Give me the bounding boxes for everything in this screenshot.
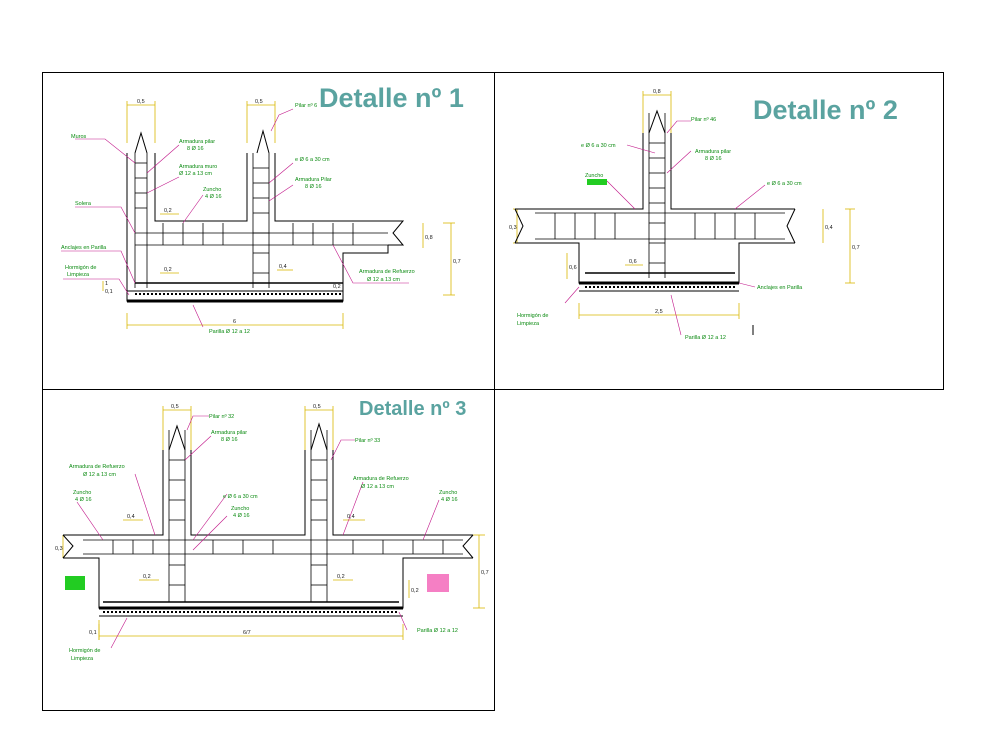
label-armadura-pilar: Armadura pilar <box>211 430 247 436</box>
dim-8: 1 <box>105 281 108 287</box>
dim-1: 0,5 <box>171 404 179 410</box>
label-zuncho: Zuncho <box>585 173 603 179</box>
dim-6: 0,6 <box>629 259 637 265</box>
label-armadura-refuerzo-right: Armadura de Refuerzo <box>353 476 409 482</box>
label-armadura-refuerzo-left-spec: Ø 12 a 13 cm <box>83 472 116 478</box>
detail-1-drawing: Muros Pilar nº 6 Armadura pilar 8 Ø 16 A… <box>61 99 461 335</box>
label-hormigon: Hormigón de <box>69 648 101 654</box>
label-pilar-46: Pilar nº 46 <box>691 116 716 123</box>
label-pilar-32: Pilar nº 32 <box>209 413 234 420</box>
label-limpieza: Limpieza <box>517 321 540 327</box>
dim-9: 0,1 <box>105 289 113 295</box>
label-parilla: Parilla Ø 12 a 12 <box>417 628 458 634</box>
dim-10: 0,2 <box>333 284 341 290</box>
dim-6: 0,2 <box>337 574 345 580</box>
label-estribos: e Ø 6 a 30 cm <box>223 494 258 500</box>
label-muros: Muros <box>71 134 87 140</box>
detail-2-panel: Detalle nº 2 <box>494 72 944 390</box>
dim-7: 2,5 <box>655 309 663 315</box>
zuncho-marker-left <box>65 576 85 590</box>
dim-2: 0,5 <box>313 404 321 410</box>
label-pilar-33: Pilar nº 33 <box>355 437 380 444</box>
label-zuncho-center: Zuncho <box>231 506 249 512</box>
detail-2-drawing: Pilar nº 46 e Ø 6 a 30 cm Armadura pilar… <box>509 89 860 341</box>
dim-11: 6/7 <box>243 630 251 636</box>
label-armadura-muro-spec: Ø 12 a 13 cm <box>179 171 212 177</box>
dim-5: 0,6 <box>569 265 577 271</box>
dim-4: 0,2 <box>164 267 172 273</box>
label-armadura-pilar-spec: 8 Ø 16 <box>705 156 722 162</box>
label-armadura-refuerzo-right-spec: Ø 12 a 13 cm <box>361 484 394 490</box>
label-armadura-pilar: Armadura pilar <box>695 149 731 155</box>
dim-5: 0,2 <box>143 574 151 580</box>
label-estribos-2: e Ø 6 a 30 cm <box>767 181 802 187</box>
dim-3: 0,2 <box>164 208 172 214</box>
dim-4: 0,7 <box>852 245 860 251</box>
dim-5: 0,8 <box>425 235 433 241</box>
dim-7: 0,7 <box>453 259 461 265</box>
label-pilar-6: Pilar nº 6 <box>295 102 317 109</box>
dim-3: 0,4 <box>825 225 833 231</box>
label-zuncho-left: Zuncho <box>73 490 91 496</box>
dim-2: 0,5 <box>255 99 263 105</box>
label-armadura-pilar: Armadura pilar <box>179 139 215 145</box>
dim-4: 0,4 <box>347 514 355 520</box>
dim-9: 0,2 <box>411 588 419 594</box>
label-armadura-refuerzo-spec: Ø 12 a 13 cm <box>367 277 400 283</box>
zuncho-marker <box>587 179 607 185</box>
label-armadura-refuerzo-left: Armadura de Refuerzo <box>69 464 125 470</box>
label-armadura-refuerzo: Armadura de Refuerzo <box>359 269 415 275</box>
detail-3-panel: Detalle nº 3 <box>42 389 495 711</box>
dim-1: 0,5 <box>137 99 145 105</box>
label-estribos: e Ø 6 a 30 cm <box>581 143 616 149</box>
detail-3-drawing: Pilar nº 32 Armadura pilar 8 Ø 16 Pilar … <box>55 404 489 662</box>
label-limpieza: Limpieza <box>71 656 94 662</box>
label-zuncho-spec: 4 Ø 16 <box>205 194 222 200</box>
label-zuncho-right-spec: 4 Ø 16 <box>441 497 458 503</box>
label-armadura-pilar-spec: 8 Ø 16 <box>187 146 204 152</box>
label-zuncho-right: Zuncho <box>439 490 457 496</box>
dim-10: 0,1 <box>89 630 97 636</box>
dim-2: 0,3 <box>509 225 517 231</box>
label-hormigon: Hormigón de <box>517 313 549 319</box>
label-limpieza: Limpieza <box>67 272 90 278</box>
detail-1-title: Detalle nº 1 <box>319 83 464 113</box>
dim-6: 0,4 <box>279 264 287 270</box>
label-parilla: Parilla Ø 12 a 12 <box>209 329 250 335</box>
label-zuncho-center-spec: 4 Ø 16 <box>233 513 250 519</box>
dim-11: 6 <box>233 319 236 325</box>
label-anclajes: Anclajes en Parilla <box>61 245 107 251</box>
dim-7: 0,3 <box>55 546 63 552</box>
detail-1-panel: Detalle nº 1 <box>42 72 495 390</box>
dim-1: 0,8 <box>653 89 661 95</box>
label-estribos: e Ø 6 a 30 cm <box>295 157 330 163</box>
label-anclajes: Anclajes en Parilla <box>757 285 803 291</box>
zuncho-marker-right <box>427 574 449 592</box>
label-armadura-muro: Armadura muro <box>179 164 217 170</box>
dim-8: 0,7 <box>481 570 489 576</box>
detail-2-title: Detalle nº 2 <box>753 95 898 125</box>
label-zuncho-left-spec: 4 Ø 16 <box>75 497 92 503</box>
dim-3: 0,4 <box>127 514 135 520</box>
label-armadura-pilar-2-spec: 8 Ø 16 <box>305 184 322 190</box>
detail-3-title: Detalle nº 3 <box>359 398 467 420</box>
label-zuncho: Zuncho <box>203 187 221 193</box>
label-armadura-pilar-2: Armadura Pilar <box>295 177 332 183</box>
label-armadura-pilar-spec: 8 Ø 16 <box>221 437 238 443</box>
label-parilla: Parilla Ø 12 a 12 <box>685 335 726 341</box>
label-solera: Solera <box>75 201 92 207</box>
label-hormigon: Hormigón de <box>65 265 97 271</box>
